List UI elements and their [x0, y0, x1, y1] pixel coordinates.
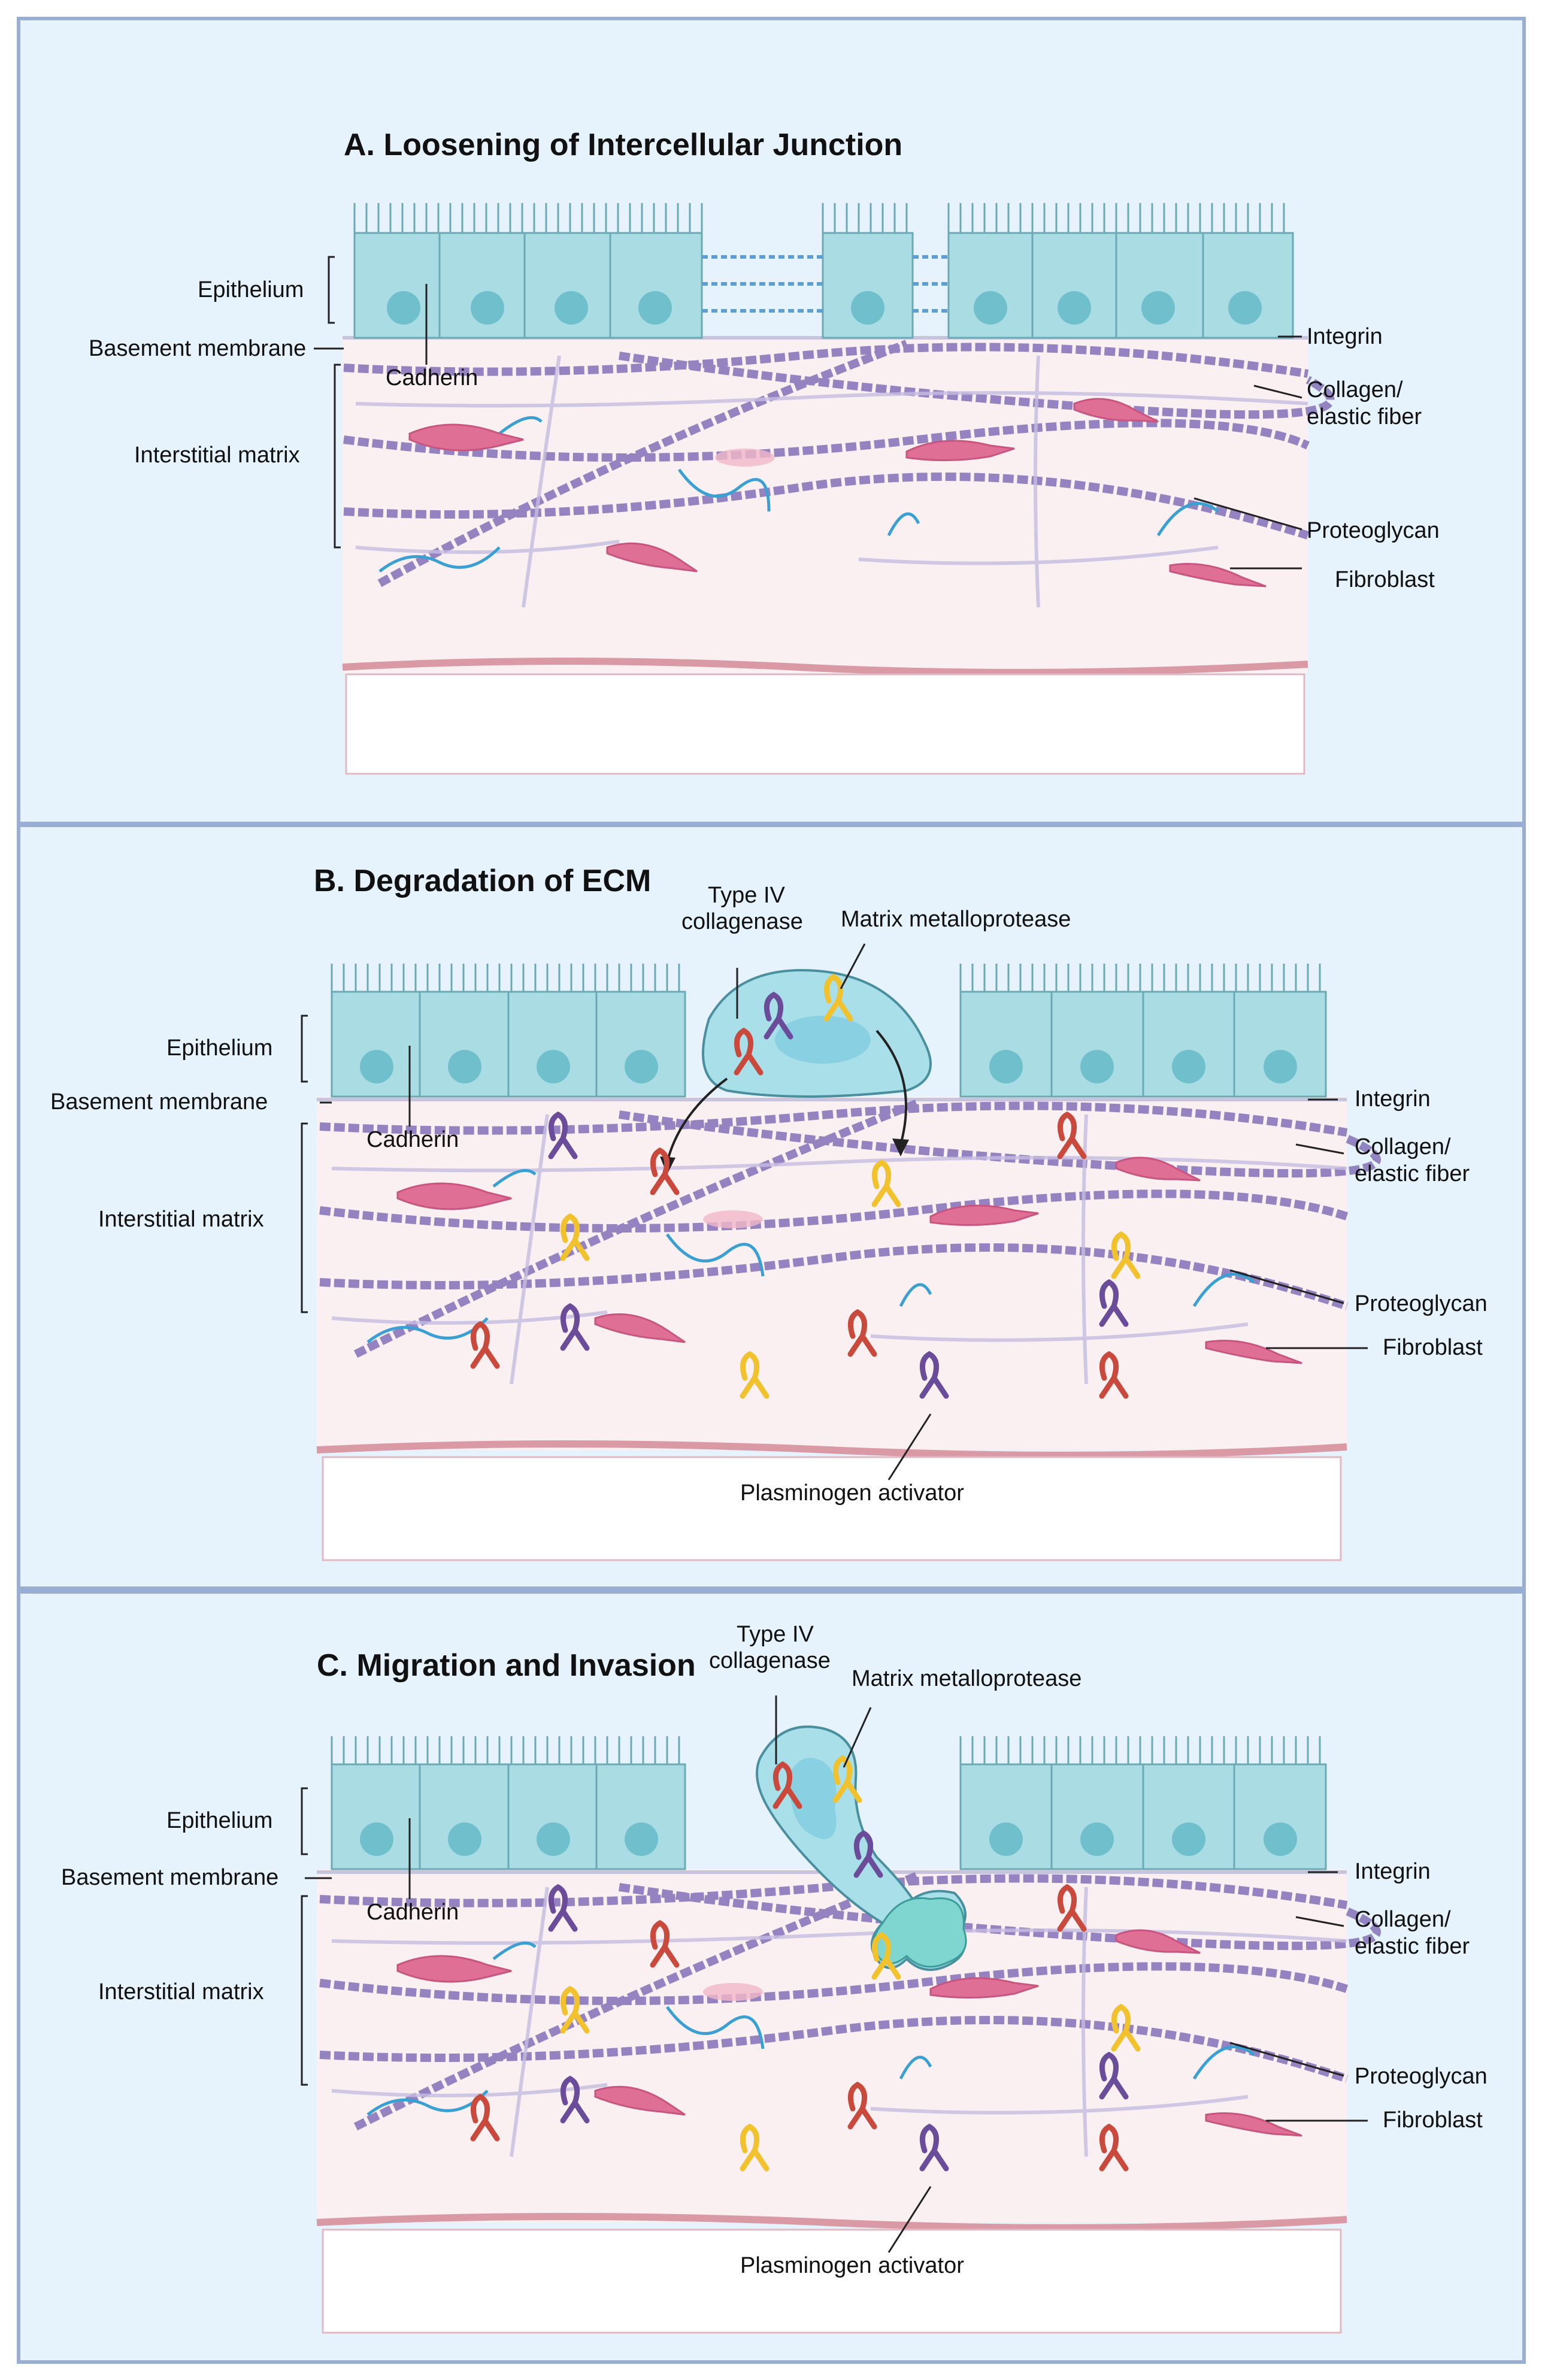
panel-title: A. Loosening of Intercellular Junction [344, 128, 903, 162]
basal-boundary [316, 1440, 1347, 1459]
basal-boundary [342, 658, 1308, 676]
proteoglycan-label: Proteoglycan [1355, 1291, 1488, 1316]
type4-collagenase-label-line1: Type IV [737, 1622, 814, 1647]
tumor-cell-nucleus [775, 1016, 871, 1064]
plasminogen-activator-label: Plasminogen activator [740, 1480, 964, 1506]
proteoglycans [366, 1941, 1255, 2116]
panel-a-illustration [314, 203, 1335, 775]
epithelium-right [959, 964, 1327, 1098]
interstitial-matrix-label: Interstitial matrix [98, 1207, 264, 1232]
epithelium-label: Epithelium [198, 277, 304, 302]
proteoglycans [378, 416, 1219, 573]
basal-boundary [316, 2213, 1347, 2231]
panel-b-illustration [301, 943, 1381, 1561]
epithelium-left [331, 964, 686, 1098]
epithelium-sheet [353, 203, 1294, 339]
collagen-label-line1: Collagen/ [1355, 1134, 1451, 1159]
interstitial-matrix-label: Interstitial matrix [134, 443, 300, 468]
integrin-label: Integrin [1307, 324, 1383, 349]
basement-membrane-label: Basement membrane [89, 336, 307, 361]
plasminogen-activator-label: Plasminogen activator [740, 2253, 964, 2278]
elastic-fibers [331, 1114, 1347, 1385]
proteoglycans [366, 1168, 1255, 1343]
proteoglycan-label: Proteoglycan [1355, 2064, 1488, 2089]
panel-title: B. Degradation of ECM [314, 864, 652, 898]
loosened-junctions [702, 255, 949, 313]
basement-membrane-label: Basement membrane [61, 1865, 279, 1890]
type4-collagenase-label-line2: collagenase [709, 1648, 831, 1673]
collagen-label-line2: elastic fiber [1307, 404, 1422, 429]
mmp-label: Matrix metalloprotease [852, 1666, 1082, 1691]
collagen-fibers [319, 1871, 1381, 2131]
collagen-label-line2: elastic fiber [1355, 1161, 1470, 1186]
ribbons-yellow [560, 1755, 1141, 2172]
fibroblasts [408, 398, 1267, 588]
proteoglycan-label: Proteoglycan [1307, 518, 1440, 543]
fibroblast-pale [703, 1983, 763, 2001]
leader-lines [314, 256, 1302, 570]
fibroblasts [396, 1929, 1302, 2137]
interstitial-matrix-region [317, 1869, 1347, 2222]
panel-c-illustration [301, 1695, 1381, 2334]
lower-tissue-region [322, 2228, 1342, 2334]
leader-lines [301, 1695, 1368, 2253]
integrin-label: Integrin [1355, 1086, 1431, 1112]
fibroblast-pale [715, 449, 775, 467]
collagen-fibers [319, 1098, 1381, 1358]
panel-title: C. Migration and Invasion [317, 1648, 696, 1683]
fibroblast-label: Fibroblast [1383, 2108, 1483, 2133]
fibroblast-label: Fibroblast [1383, 1335, 1483, 1360]
ribbons-purple [548, 1830, 1129, 2172]
cadherin-label: Cadherin [366, 1127, 459, 1152]
cadherin-label: Cadherin [366, 1900, 459, 1925]
collagen-label-line1: Collagen/ [1307, 377, 1403, 402]
epithelium-label: Epithelium [166, 1808, 273, 1833]
epithelium-label: Epithelium [166, 1035, 273, 1061]
basement-membrane-label: Basement membrane [50, 1089, 268, 1115]
collagen-label-line1: Collagen/ [1355, 1907, 1451, 1932]
panel-c: C. Migration and Invasion [17, 1590, 1526, 2364]
lower-tissue-region [322, 1456, 1342, 1561]
epithelium-left [331, 1736, 686, 1870]
arrowhead-right [892, 1138, 909, 1156]
elastic-fibers [331, 1887, 1347, 2157]
fibroblast-pale [703, 1210, 763, 1228]
integrin-label: Integrin [1355, 1859, 1431, 1884]
cadherin-label: Cadherin [386, 365, 478, 390]
interstitial-matrix-region [317, 1097, 1347, 1450]
leader-lines [301, 943, 1368, 1480]
enzyme-release-arrows [666, 1029, 907, 1163]
ribbons-yellow [560, 973, 1141, 1399]
interstitial-matrix-label: Interstitial matrix [98, 1979, 264, 2004]
type4-collagenase-label-line1: Type IV [708, 883, 785, 908]
interstitial-matrix-region [343, 338, 1308, 673]
lower-tissue-region [345, 673, 1305, 775]
panel-a: A. Loosening of Intercellular Junction [17, 17, 1526, 825]
type4-collagenase-label-line2: collagenase [681, 909, 803, 934]
ribbons-red [470, 1761, 1129, 2172]
collagen-label-line2: elastic fiber [1355, 1934, 1470, 1959]
ribbons-purple [548, 991, 1129, 1399]
tumor-cell-nucleus [787, 1758, 837, 1839]
fibroblast-label: Fibroblast [1335, 567, 1435, 592]
panel-b: B. Degradation of ECM [17, 823, 1526, 1590]
fibroblasts [396, 1156, 1302, 1364]
epithelium-right [959, 1736, 1327, 1870]
ribbons-red [470, 1027, 1129, 1399]
mmp-label: Matrix metalloprotease [841, 907, 1071, 932]
